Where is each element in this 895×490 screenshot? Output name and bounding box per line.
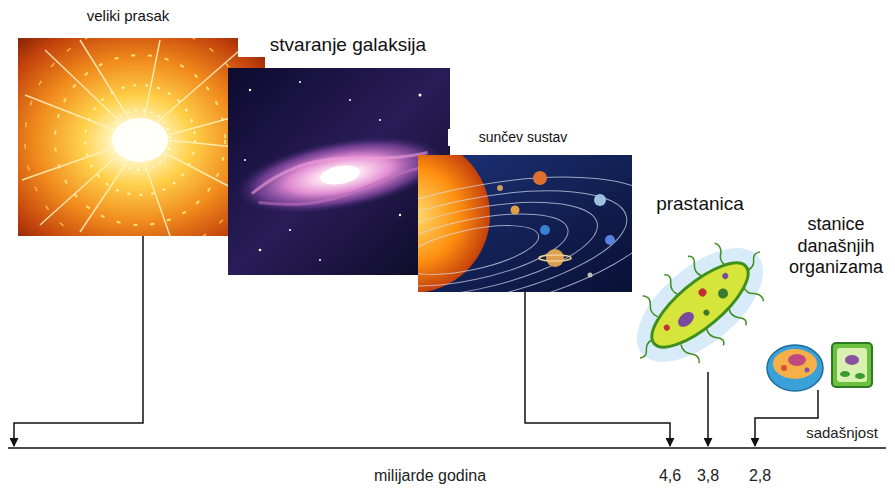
galaxy-picture: [259, 249, 262, 252]
node-title: veliki prasak: [48, 7, 208, 25]
solar-system-picture: [418, 168, 632, 292]
galaxy-picture: [248, 142, 429, 194]
big-bang-picture: [146, 50, 240, 132]
galaxy-picture: [231, 123, 450, 226]
solar-system-picture: [418, 155, 632, 292]
first-cell-picture: [702, 308, 710, 316]
node-title: stvaranje galaksija: [238, 34, 458, 57]
first-cell-picture: [710, 242, 732, 266]
modern-cells-picture: [773, 349, 817, 379]
tick-value: 2,8: [749, 466, 771, 485]
modern-cells-picture: [845, 355, 859, 365]
solar-system-picture: [546, 249, 564, 267]
node-title: prastanica: [635, 193, 765, 216]
solar-system-picture: [539, 255, 571, 261]
modern-cells-picture: [840, 371, 850, 377]
big-bang-picture: [80, 40, 136, 130]
galaxy-picture: [319, 259, 321, 261]
big-bang-picture: [18, 38, 265, 236]
timeline: [8, 236, 886, 448]
big-bang-picture: [18, 38, 265, 236]
first-cell-picture: [675, 309, 697, 330]
leader-line: [707, 372, 709, 446]
first-cell-picture: [697, 287, 708, 298]
leader-line: [14, 236, 143, 446]
big-bang-picture: [80, 150, 135, 232]
time-label: sadašnjost: [806, 424, 878, 442]
time-axis: [8, 447, 886, 449]
galaxy-picture: [379, 119, 381, 121]
leader-line: [525, 292, 670, 446]
modern-cells-picture: [837, 348, 867, 382]
galaxy-picture: [299, 81, 301, 83]
big-bang-picture: [142, 40, 160, 130]
galaxy-picture: [349, 99, 351, 101]
galaxy-picture: [319, 163, 362, 188]
cell-figure: stanice današnjih organizama: [782, 214, 890, 392]
modern-cells-picture: [781, 365, 787, 371]
galaxy-picture: [228, 68, 450, 275]
galaxy-picture: [231, 123, 450, 226]
big-bang-picture: [85, 85, 195, 195]
solar-system-picture: [605, 235, 615, 245]
solar-system-picture: [418, 155, 632, 292]
solar-system-picture: [533, 171, 547, 185]
cell-figure: prastanica: [630, 193, 770, 373]
galaxy-picture: [249, 89, 251, 91]
solar-system-picture: [594, 194, 606, 206]
first-cell-picture: [640, 294, 662, 318]
solar-system-picture: [540, 225, 550, 235]
first-cell-picture: [663, 323, 671, 331]
big-bang-picture: [140, 150, 170, 236]
node-title: sunčev sustav: [448, 129, 598, 146]
first-cell-picture: [617, 227, 782, 383]
big-bang-picture: [25, 38, 255, 236]
big-bang-picture: [45, 50, 132, 133]
axis-title: milijarde godina: [374, 466, 486, 485]
first-cell-picture: [721, 272, 729, 280]
galaxy-picture: [244, 159, 246, 161]
solar-system-picture: [418, 216, 543, 284]
first-cell-picture: [640, 250, 760, 361]
modern-cells-picture: [767, 345, 823, 391]
first-cell-picture: [728, 305, 748, 328]
solar-system-picture: [511, 206, 520, 215]
modern-cells-picture: [805, 368, 810, 373]
image-panel: veliki prasak: [18, 38, 265, 236]
big-bang-picture: [112, 118, 168, 162]
galaxy-picture: [289, 229, 291, 231]
modern-cells-picture: [788, 354, 806, 366]
modern-cells-picture: [855, 373, 865, 379]
solar-system-picture: [418, 155, 490, 292]
first-cell-picture: [609, 218, 791, 391]
big-bang-picture: [22, 40, 262, 236]
solar-system-picture: [497, 185, 503, 191]
image-panel: stvaranje galaksija: [228, 68, 450, 275]
solar-system-picture: [418, 155, 632, 292]
modern-cells-picture: [832, 343, 872, 387]
first-cell-picture: [609, 218, 791, 391]
galaxy-picture: [419, 94, 422, 97]
modern-cells-picture: [767, 343, 872, 391]
big-bang-picture: [40, 146, 128, 225]
galaxy-picture: [228, 68, 450, 275]
tick-value: 4,6: [659, 466, 681, 485]
solar-system-picture: [588, 273, 593, 278]
image-panel: sunčev sustav: [418, 155, 632, 292]
galaxy-picture: [399, 214, 401, 216]
big-bang-picture: [55, 55, 225, 225]
node-title: stanice današnjih organizama: [782, 214, 890, 279]
tick-value: 3,8: [697, 466, 719, 485]
solar-system-picture: [418, 184, 605, 292]
first-cell-picture: [685, 254, 705, 277]
first-cell-picture: [705, 325, 725, 348]
first-cell-picture: [716, 286, 730, 300]
first-cell-picture: [680, 341, 702, 365]
